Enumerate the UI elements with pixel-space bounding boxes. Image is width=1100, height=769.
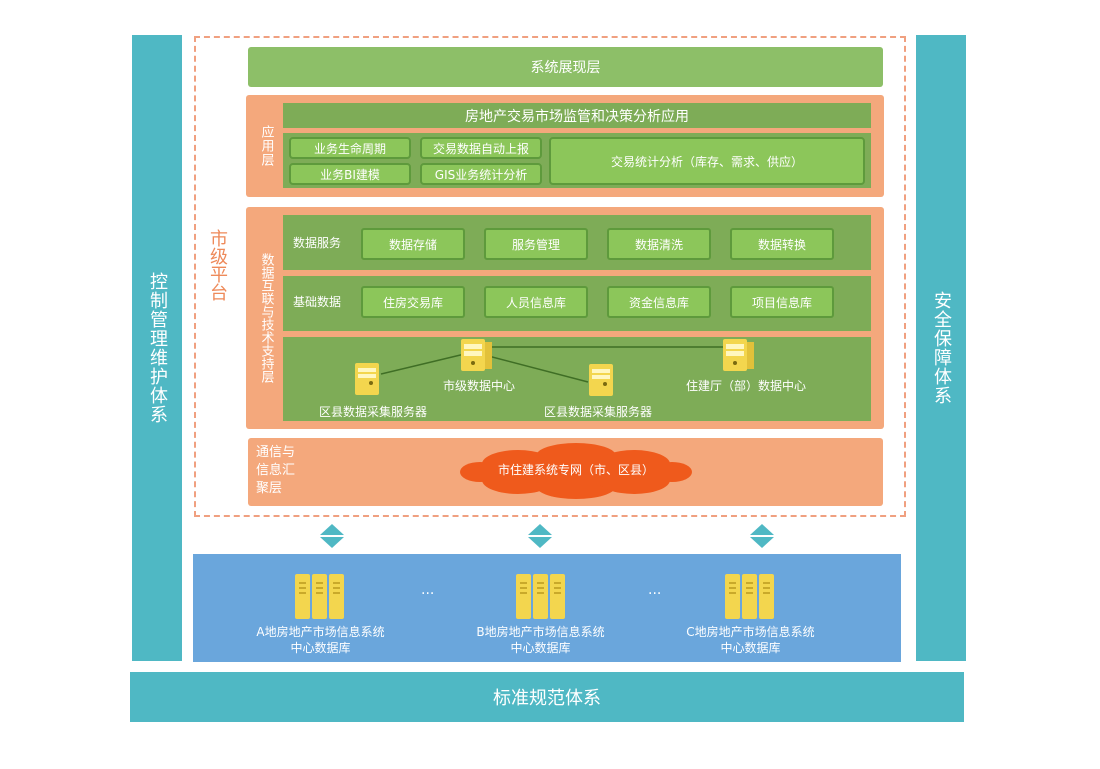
county-server-1-label: 区县数据采集服务器	[318, 405, 427, 419]
app-item-trade-stats: 交易统计分析（库存、需求、供应）	[549, 137, 865, 185]
database-b-line1: B地房地产市场信息系统	[476, 625, 605, 639]
database-c-line1: C地房地产市场信息系统	[686, 625, 815, 639]
database-a-line2: 中心数据库	[290, 641, 351, 655]
database-b-icon	[516, 574, 566, 619]
service-conversion: 数据转换	[730, 228, 834, 260]
base-housing-trade-db: 住房交易库	[361, 286, 465, 318]
service-management: 服务管理	[484, 228, 588, 260]
application-layer-label: 应用层	[258, 125, 274, 167]
base-data-row: 基础数据 住房交易库 人员信息库 资金信息库 项目信息库	[283, 276, 871, 331]
city-data-center-label: 市级数据中心	[442, 379, 515, 393]
platform-boundary	[194, 36, 906, 517]
local-databases-panel: A地房地产市场信息系统 中心数据库 ··· B地房地产市场信息系统 中心数据库 …	[193, 554, 901, 662]
county-server-2-label: 区县数据采集服务器	[543, 405, 652, 419]
right-pillar: 安全保障体系	[916, 35, 966, 661]
base-project-db: 项目信息库	[730, 286, 834, 318]
app-item-bi-model: 业务BI建模	[289, 163, 411, 185]
comm-layer-label: 通信与信息汇聚层	[256, 445, 296, 496]
service-storage: 数据存储	[361, 228, 465, 260]
county-server-1-icon	[355, 363, 379, 395]
network-label: 市住建系统专网（市、区县）	[497, 462, 654, 477]
arrow-b-icon	[528, 524, 552, 548]
presentation-layer: 系统展现层	[248, 47, 883, 87]
county-server-2-icon	[589, 364, 613, 396]
database-c-line2: 中心数据库	[720, 641, 781, 655]
bottom-bar: 标准规范体系	[130, 672, 964, 722]
arrow-a-icon	[320, 524, 344, 548]
database-b-line2: 中心数据库	[510, 641, 571, 655]
app-item-gis-analysis: GIS业务统计分析	[420, 163, 542, 185]
left-pillar: 控制管理维护体系	[132, 35, 182, 661]
server-links	[380, 346, 725, 383]
network-cloud-icon	[460, 443, 692, 499]
database-a-line1: A地房地产市场信息系统	[256, 625, 385, 639]
database-c-icon	[725, 574, 775, 619]
service-cleansing: 数据清洗	[607, 228, 711, 260]
database-a-label: A地房地产市场信息系统 中心数据库	[233, 624, 408, 656]
database-c-label: C地房地产市场信息系统 中心数据库	[663, 624, 838, 656]
data-services-label: 数据服务	[293, 236, 342, 250]
city-data-center-icon	[461, 339, 493, 371]
app-item-lifecycle: 业务生命周期	[289, 137, 411, 159]
base-data-label: 基础数据	[293, 294, 342, 309]
database-a-icon	[295, 574, 345, 619]
base-personnel-db: 人员信息库	[484, 286, 588, 318]
data-layer: 数据互联与技术支持层 数据服务 数据存储 服务管理 数据清洗 数据转换 基础数据…	[246, 207, 884, 429]
ministry-data-center-icon	[723, 339, 755, 371]
app-item-auto-report: 交易数据自动上报	[420, 137, 542, 159]
database-b-label: B地房地产市场信息系统 中心数据库	[453, 624, 628, 656]
data-layer-label: 数据互联与技术支持层	[258, 253, 274, 383]
data-services-row: 数据服务 数据存储 服务管理 数据清洗 数据转换	[283, 215, 871, 270]
servers-panel: 区县数据采集服务器 市级数据中心 区县数据采集服务器 住建厅（部）数据中心	[283, 337, 871, 421]
ellipsis-2: ···	[648, 586, 662, 602]
platform-label: 市级平台	[207, 229, 228, 301]
base-funds-db: 资金信息库	[607, 286, 711, 318]
comm-layer: 通信与信息汇聚层 市住建系统专网（市、区县）	[248, 438, 883, 506]
application-title: 房地产交易市场监管和决策分析应用	[283, 103, 871, 128]
ministry-data-center-label: 住建厅（部）数据中心	[685, 379, 806, 393]
application-items-panel: 业务生命周期 交易数据自动上报 业务BI建模 GIS业务统计分析 交易统计分析（…	[283, 133, 871, 188]
ellipsis-1: ···	[421, 586, 435, 602]
application-layer: 应用层 房地产交易市场监管和决策分析应用 业务生命周期 交易数据自动上报 业务B…	[246, 95, 884, 197]
arrow-c-icon	[750, 524, 774, 548]
